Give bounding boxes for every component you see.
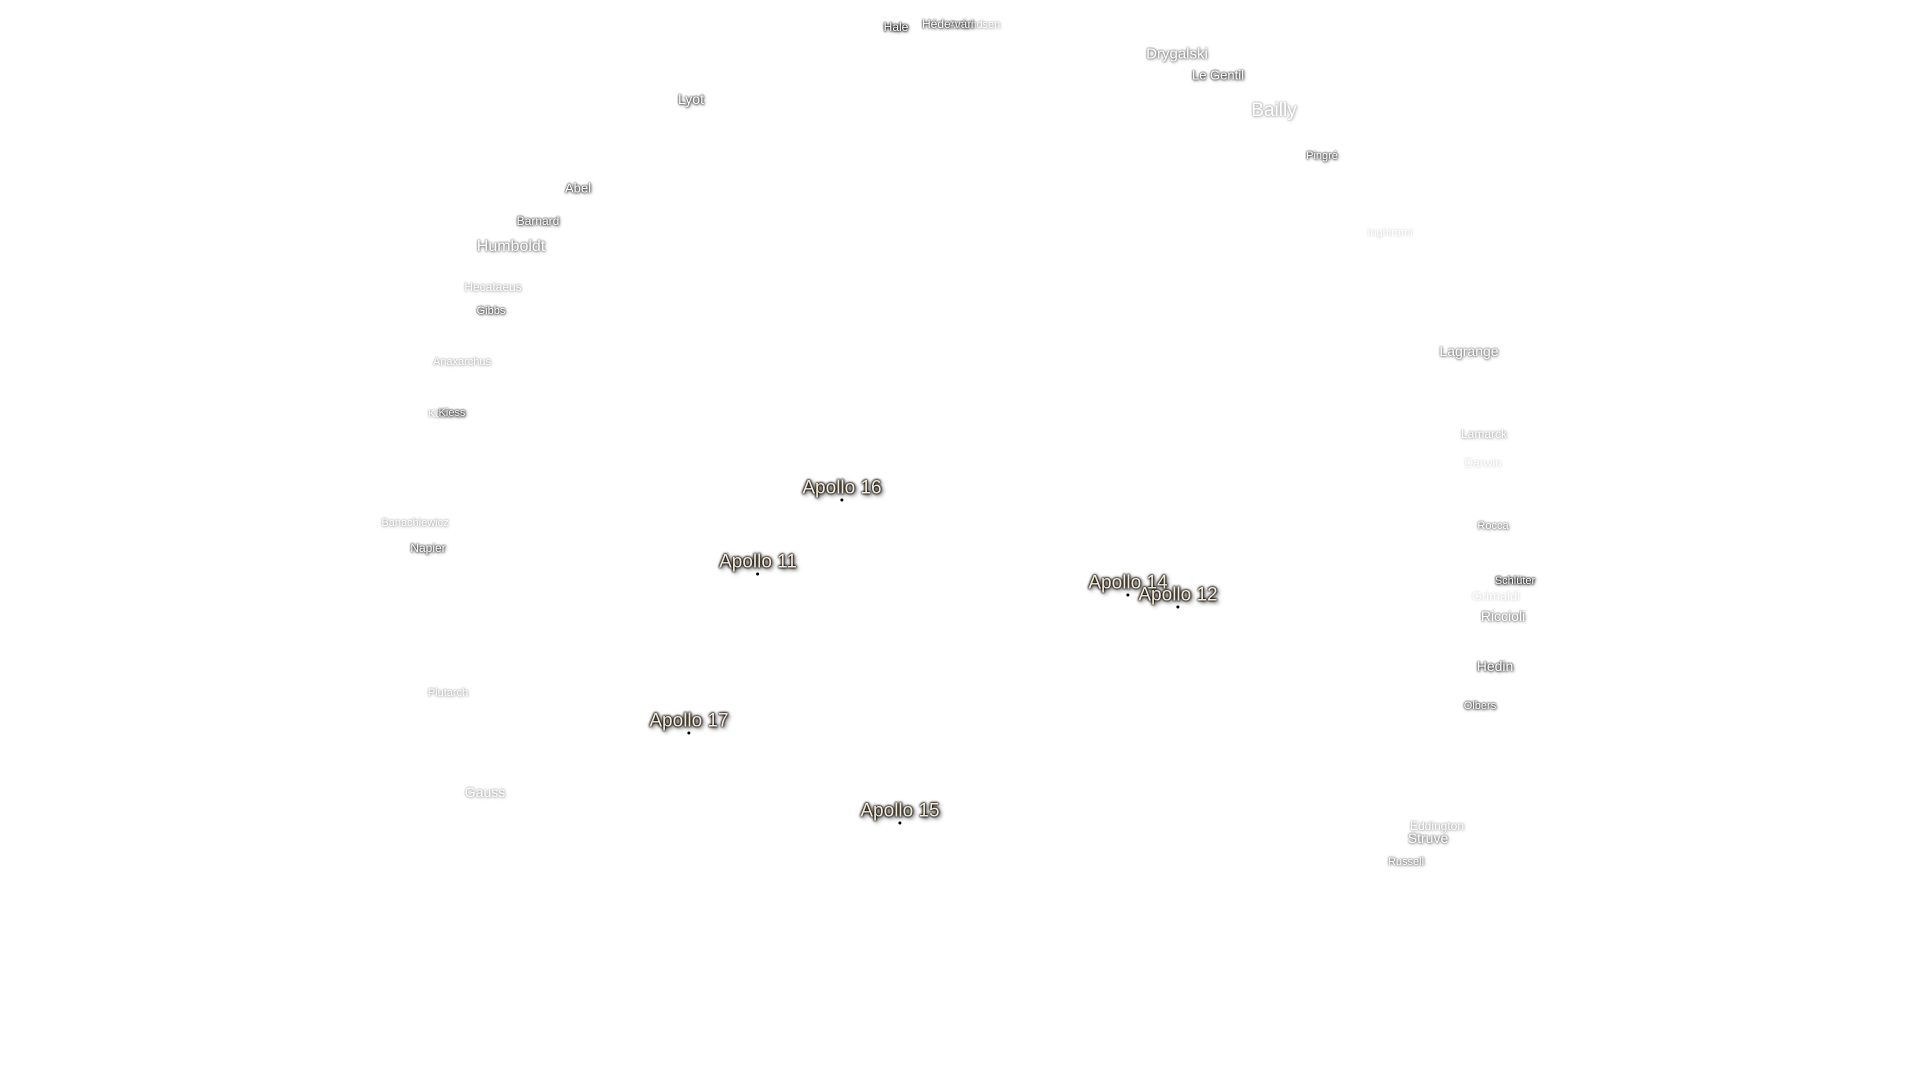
landing-site-label: Apollo 16 — [802, 477, 882, 499]
crater-label-lagrange: Lagrange — [1439, 343, 1499, 359]
crater-label-inghirami: Inghirami — [1367, 227, 1413, 239]
landing-site-label: Apollo 12 — [1138, 584, 1218, 606]
crater-label-grimaldi: Grimaldi — [1471, 588, 1521, 604]
landing-site-marker — [1176, 605, 1180, 609]
crater-label-hedin: Hedin — [1476, 658, 1514, 674]
crater-label-humboldt: Humboldt — [476, 238, 546, 255]
landing-site-label: Apollo 17 — [649, 710, 729, 732]
crater-label-riccioli: Riccioli — [1480, 608, 1526, 624]
crater-label-banachiewicz: Banachiewicz — [381, 517, 449, 529]
crater-label-hale: Hale — [883, 20, 909, 34]
crater-label-lamarck: Lamarck — [1460, 427, 1508, 441]
crater-label-lyot: Lyot — [678, 91, 704, 107]
crater-label-napier: Napier — [410, 541, 446, 555]
landing-site-marker — [756, 572, 760, 576]
crater-label-le-gentil: Le Gentil — [1191, 67, 1245, 83]
landing-site-apollo-14[interactable]: Apollo 14 — [1088, 572, 1168, 597]
crater-label-darwin: Darwin — [1464, 456, 1502, 470]
landing-site-label: Apollo 14 — [1088, 572, 1168, 594]
crater-label-struve: Struve — [1407, 830, 1449, 846]
crater-label-abel: Abel — [564, 180, 592, 196]
landing-site-apollo-11[interactable]: Apollo 11 — [719, 551, 797, 576]
landing-site-apollo-12[interactable]: Apollo 12 — [1138, 584, 1218, 609]
landing-site-apollo-15[interactable]: Apollo 15 — [860, 800, 940, 825]
crater-label-plutarch: Plutarch — [427, 687, 469, 699]
crater-label-kastner: Kästner — [428, 408, 466, 420]
crater-label-gauss: Gauss — [464, 784, 506, 800]
landing-site-marker — [1126, 593, 1130, 597]
crater-label-gibbs: Gibbs — [476, 305, 506, 317]
crater-label-drygalski: Drygalski — [1146, 45, 1208, 63]
crater-label-hedervari: Hédervári — [921, 17, 975, 31]
crater-label-anaxarchus: Anaxarchus — [432, 356, 492, 368]
crater-label-barnard: Barnard — [516, 214, 560, 228]
landing-site-label: Apollo 15 — [860, 800, 940, 822]
landing-site-apollo-17[interactable]: Apollo 17 — [649, 710, 729, 735]
landing-site-marker — [840, 498, 844, 502]
crater-label-hecataeus: Hecataeus — [464, 280, 522, 294]
crater-label-bailly: Bailly — [1251, 100, 1297, 121]
landing-site-marker — [898, 821, 902, 825]
crater-label-schluter: Schlüter — [1494, 575, 1536, 587]
crater-label-rocca: Rocca — [1477, 520, 1509, 532]
landing-site-apollo-16[interactable]: Apollo 16 — [802, 477, 882, 502]
crater-label-russell: Russell — [1387, 856, 1425, 868]
crater-label-kiess: Kiess — [438, 407, 466, 419]
landing-site-label: Apollo 11 — [719, 551, 797, 573]
crater-label-amundsen: Amundsen — [947, 19, 1001, 31]
crater-label-pingre: Pingré — [1306, 150, 1338, 162]
crater-label-eddington: Eddington — [1409, 819, 1465, 833]
landing-site-marker — [687, 731, 691, 735]
crater-label-olbers: Olbers — [1463, 700, 1497, 712]
